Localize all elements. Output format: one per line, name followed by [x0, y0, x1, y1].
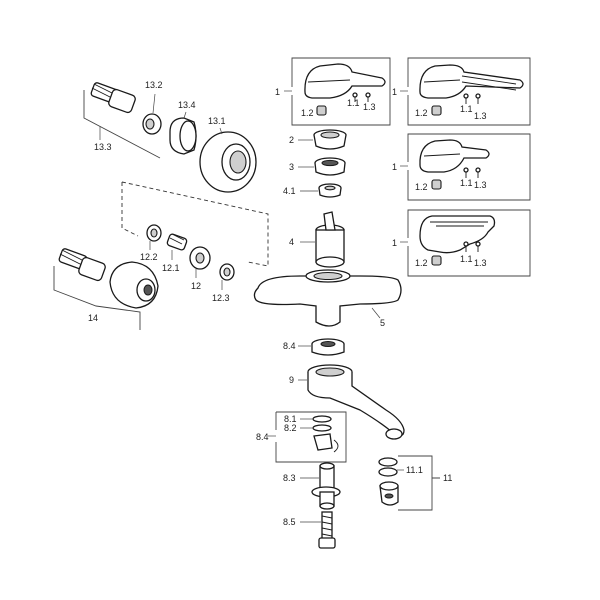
label-13-1: 13.1: [208, 116, 226, 126]
part-13-1-rosette: [199, 127, 257, 193]
label-8-3: 8.3: [283, 473, 296, 483]
handle-variant-b: [400, 57, 531, 126]
label-13-3: 13.3: [94, 142, 112, 152]
label-12-1: 12.1: [162, 263, 180, 273]
part-8-5-screw: [300, 511, 336, 549]
label-13-2: 13.2: [145, 80, 163, 90]
label-2: 2: [289, 135, 294, 145]
part-4-1-ring: [300, 183, 342, 198]
label-1-2b: 1.2: [415, 108, 428, 118]
label-1-1c: 1.1: [460, 178, 473, 188]
label-8-2: 8.2: [284, 423, 297, 433]
label-11-1: 11.1: [406, 465, 423, 475]
part-8-4-disc: [298, 338, 345, 356]
label-5: 5: [380, 318, 385, 328]
label-1b: 1: [392, 87, 397, 97]
part-13-3-connector: [83, 82, 161, 159]
part-4-cartridge: [300, 211, 345, 268]
part-14-connector: [53, 248, 159, 330]
label-11: 11: [443, 473, 452, 483]
label-4-1: 4.1: [283, 186, 296, 196]
part-13-2-sleeve: [142, 93, 162, 135]
label-12-2: 12.2: [140, 252, 158, 262]
label-14: 14: [88, 313, 98, 323]
label-1-3c: 1.3: [474, 180, 487, 190]
label-1d: 1: [392, 238, 397, 248]
dashed-callout: [121, 181, 269, 267]
part-12-fitting: [189, 246, 211, 278]
label-1-1a: 1.1: [347, 98, 360, 108]
label-1-3a: 1.3: [363, 102, 376, 112]
label-8-4b: 8.4: [256, 432, 269, 442]
label-9: 9: [289, 375, 294, 385]
label-1c: 1: [392, 162, 397, 172]
part-12-3-nut: [219, 263, 235, 290]
label-1-2d: 1.2: [415, 258, 428, 268]
label-1-3d: 1.3: [474, 258, 487, 268]
label-8-1: 8.1: [284, 414, 297, 424]
part-2-cap: [298, 129, 347, 150]
label-1-1d: 1.1: [460, 254, 473, 264]
label-1-2a: 1.2: [301, 108, 314, 118]
part-11-aerator: [378, 455, 440, 511]
label-1a: 1: [275, 87, 280, 97]
part-9-spout: [298, 364, 405, 440]
label-1-1b: 1.1: [460, 104, 473, 114]
label-1-2c: 1.2: [415, 182, 428, 192]
part-8-group: [268, 411, 347, 463]
handle-variant-a: [284, 57, 391, 126]
part-12-2-washer: [146, 224, 162, 250]
part-13-4-ring: [169, 111, 197, 155]
part-8-3-shaft: [300, 462, 341, 510]
handle-variant-d: [400, 209, 531, 277]
label-3: 3: [289, 162, 294, 172]
label-12-3: 12.3: [212, 293, 230, 303]
label-8-4a: 8.4: [283, 341, 296, 351]
label-1-3b: 1.3: [474, 111, 487, 121]
label-13-4: 13.4: [178, 100, 196, 110]
label-12: 12: [191, 281, 201, 291]
part-5-body: [253, 269, 402, 327]
label-4: 4: [289, 237, 294, 247]
labels: 1 1.2 1.1 1.3 1 1.2 1.1 1.3 1 1.2 1.1 1.…: [88, 80, 487, 527]
handle-variant-c: [400, 133, 531, 201]
label-8-5: 8.5: [283, 517, 296, 527]
part-12-1-insert: [166, 233, 188, 260]
part-3-nut: [298, 157, 346, 176]
